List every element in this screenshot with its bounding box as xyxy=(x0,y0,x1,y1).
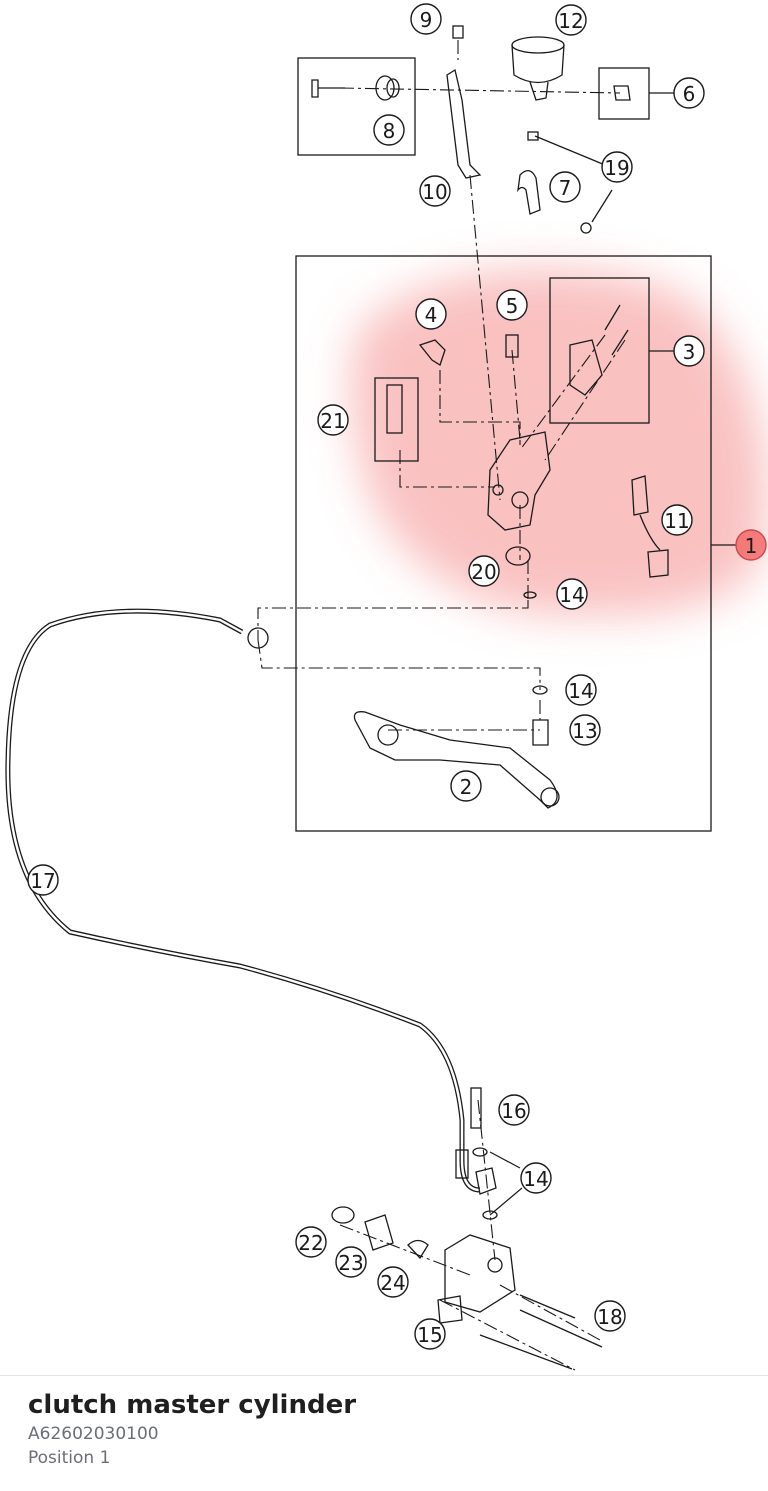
exploded-parts-diagram: 1 2 3 4 5 6 7 8 9 10 11 12 13 14 14 14 1… xyxy=(5,3,768,1371)
callout-label-15: 15 xyxy=(417,1323,442,1347)
callout-9[interactable] xyxy=(410,3,442,35)
info-divider xyxy=(0,1375,768,1376)
callouts xyxy=(27,3,767,1350)
callout-20[interactable] xyxy=(468,555,500,587)
callout-22[interactable] xyxy=(295,1226,327,1258)
callout-label-7: 7 xyxy=(559,176,572,200)
callout-label-2: 2 xyxy=(460,775,473,799)
callout-label-18: 18 xyxy=(597,1305,622,1329)
callout-17[interactable] xyxy=(27,864,59,896)
callout-4[interactable] xyxy=(415,298,447,330)
callout-6[interactable] xyxy=(673,77,705,109)
callout-8[interactable] xyxy=(373,114,405,146)
callout-23[interactable] xyxy=(335,1246,367,1278)
box-assembly-1 xyxy=(295,255,712,832)
callout-18[interactable] xyxy=(594,1300,626,1332)
callout-19[interactable] xyxy=(601,151,633,183)
callout-label-17: 17 xyxy=(30,869,55,893)
callout-label-14b: 14 xyxy=(568,679,593,703)
callout-label-5: 5 xyxy=(506,294,519,318)
part-number: A62602030100 xyxy=(28,1424,159,1444)
callout-label-19: 19 xyxy=(604,156,629,180)
callout-label-11: 11 xyxy=(664,509,689,533)
callout-label-9: 9 xyxy=(420,8,433,32)
callout-label-14a: 14 xyxy=(559,583,584,607)
callout-label-3: 3 xyxy=(683,340,696,364)
callout-14c[interactable] xyxy=(520,1162,552,1194)
callout-24[interactable] xyxy=(377,1266,409,1298)
callout-13[interactable] xyxy=(569,714,601,746)
callout-21[interactable] xyxy=(317,404,349,436)
callout-14a[interactable] xyxy=(556,578,588,610)
callout-11[interactable] xyxy=(661,504,693,536)
callout-5[interactable] xyxy=(496,289,528,321)
box-part-6 xyxy=(598,67,650,120)
callout-7[interactable] xyxy=(549,171,581,203)
callout-label-20: 20 xyxy=(471,560,496,584)
callout-label-23: 23 xyxy=(338,1251,363,1275)
callout-2[interactable] xyxy=(450,770,482,802)
part-title: clutch master cylinder xyxy=(28,1390,357,1420)
callout-3[interactable] xyxy=(673,335,705,367)
callout-label-4: 4 xyxy=(425,303,438,327)
callout-15[interactable] xyxy=(414,1318,446,1350)
callout-16[interactable] xyxy=(498,1094,530,1126)
part-info-panel: clutch master cylinder A62602030100 Posi… xyxy=(28,1388,740,1470)
callout-14b[interactable] xyxy=(565,674,597,706)
callout-12[interactable] xyxy=(555,4,587,36)
callout-label-22: 22 xyxy=(298,1231,323,1255)
callout-label-16: 16 xyxy=(501,1099,526,1123)
selected-assembly-highlight xyxy=(350,268,768,617)
callout-label-10: 10 xyxy=(422,180,447,204)
callout-label-1: 1 xyxy=(745,534,758,558)
callout-label-21: 21 xyxy=(320,409,345,433)
callout-label-6: 6 xyxy=(683,82,696,106)
box-part-8 xyxy=(297,57,416,156)
box-part-21 xyxy=(374,377,419,462)
callout-label-13: 13 xyxy=(572,719,597,743)
callout-label-14c: 14 xyxy=(523,1167,548,1191)
part-position: Position 1 xyxy=(28,1448,111,1468)
callout-10[interactable] xyxy=(419,175,451,207)
callout-label-24: 24 xyxy=(380,1271,405,1295)
callout-label-12: 12 xyxy=(558,9,583,33)
callout-label-8: 8 xyxy=(383,119,396,143)
callout-1[interactable] xyxy=(735,529,767,561)
